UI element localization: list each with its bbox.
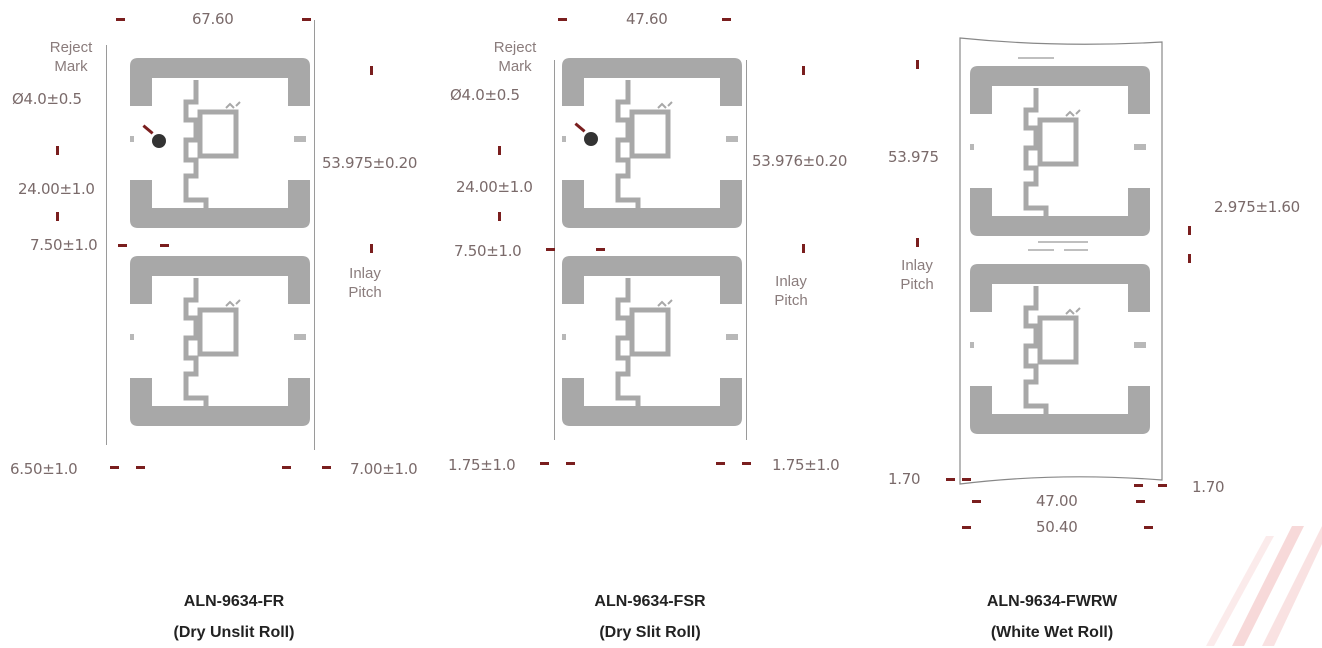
left-margin-label: 1.75±1.0	[448, 456, 516, 474]
width-arrow-right	[722, 18, 731, 21]
roll-type: (Dry Slit Roll)	[599, 624, 701, 641]
pitch-value: 53.976±0.20	[752, 152, 848, 170]
inner-width-arrow-right	[1136, 500, 1145, 503]
left-margin-label: 1.70	[888, 470, 921, 488]
right-margin-label: 1.70	[1192, 478, 1225, 496]
width-arrow-left	[558, 18, 567, 21]
inner-width-arrow-left	[972, 500, 981, 503]
right-margin-label: 7.00±1.0	[350, 460, 418, 478]
caption-fwrw: ALN-9634-FWRW (White Wet Roll)	[922, 586, 1182, 648]
pitch-arrow-bottom	[916, 238, 919, 247]
width-arrow-right	[302, 18, 311, 21]
roll-type: (White Wet Roll)	[990, 624, 1114, 641]
left-margin-arrow-a	[540, 462, 549, 465]
gap-arrow-left	[546, 248, 555, 251]
gap-arrow-left	[118, 244, 127, 247]
height-label: 24.00±1.0	[456, 178, 533, 196]
decorative-stripes	[1206, 526, 1322, 646]
caption-fr: ALN-9634-FR (Dry Unslit Roll)	[104, 586, 364, 648]
left-margin-arrow-b	[962, 478, 971, 481]
right-margin-arrow-a	[282, 466, 291, 469]
width-label: 67.60	[192, 10, 234, 28]
web-edge-right	[314, 20, 315, 450]
height-arrow-bottom	[56, 212, 59, 221]
right-margin-arrow-b	[742, 462, 751, 465]
height-arrow-top	[56, 146, 59, 155]
antenna-inlay-bottom	[130, 248, 310, 434]
reject-mark-label: Reject Mark	[493, 39, 537, 75]
pitch-arrow-top	[916, 60, 919, 69]
right-margin-arrow-b	[322, 466, 331, 469]
right-margin-arrow-a	[1134, 484, 1143, 487]
gap-arrow-right	[160, 244, 169, 247]
pitch-label: Inlay Pitch	[900, 257, 934, 293]
pitch-value: 53.975	[888, 148, 939, 166]
reject-mark-label: Reject Mark	[49, 39, 93, 75]
offset-arrow-bottom	[1188, 254, 1191, 263]
left-margin-arrow-a	[110, 466, 119, 469]
offset-label: 2.975±1.60	[1214, 198, 1300, 216]
part-number: ALN-9634-FSR	[594, 593, 706, 610]
left-margin-label: 6.50±1.0	[10, 460, 78, 478]
left-margin-arrow-b	[136, 466, 145, 469]
height-label: 24.00±1.0	[18, 180, 95, 198]
outer-width-label: 50.40	[1036, 518, 1078, 536]
left-margin-arrow-a	[946, 478, 955, 481]
offset-arrow-top	[1188, 226, 1191, 235]
antenna-inlay-bottom	[970, 256, 1150, 442]
hole-diameter-label: Ø4.0±0.5	[12, 90, 82, 108]
reject-mark-dot	[584, 132, 598, 146]
pitch-arrow-top	[802, 66, 805, 75]
height-arrow-bottom	[498, 212, 501, 221]
reject-mark-dot	[152, 134, 166, 148]
outer-width-arrow-right	[1144, 526, 1153, 529]
part-number: ALN-9634-FR	[183, 593, 285, 610]
gap-label: 7.50±1.0	[454, 242, 522, 260]
pitch-arrow-top	[370, 66, 373, 75]
pitch-arrow-bottom	[370, 244, 373, 253]
pitch-label: Inlay Pitch	[774, 273, 808, 309]
left-margin-arrow-b	[566, 462, 575, 465]
right-margin-label: 1.75±1.0	[772, 456, 840, 474]
antenna-inlay-top	[970, 58, 1150, 244]
right-margin-arrow-a	[716, 462, 725, 465]
pitch-label: Inlay Pitch	[348, 265, 382, 301]
inner-width-label: 47.00	[1036, 492, 1078, 510]
web-edge-left	[106, 45, 107, 445]
gap-arrow-right	[596, 248, 605, 251]
antenna-inlay-bottom	[562, 248, 742, 434]
part-number: ALN-9634-FWRW	[986, 593, 1118, 610]
right-margin-arrow-b	[1158, 484, 1167, 487]
gap-label: 7.50±1.0	[30, 236, 98, 254]
pitch-value: 53.975±0.20	[322, 154, 418, 172]
web-edge-right	[746, 60, 747, 440]
width-arrow-left	[116, 18, 125, 21]
outer-width-arrow-left	[962, 526, 971, 529]
width-label: 47.60	[626, 10, 668, 28]
caption-fsr: ALN-9634-FSR (Dry Slit Roll)	[520, 586, 780, 648]
roll-type: (Dry Unslit Roll)	[173, 624, 295, 641]
hole-diameter-label: Ø4.0±0.5	[450, 86, 520, 104]
height-arrow-top	[498, 146, 501, 155]
pitch-arrow-bottom	[802, 244, 805, 253]
